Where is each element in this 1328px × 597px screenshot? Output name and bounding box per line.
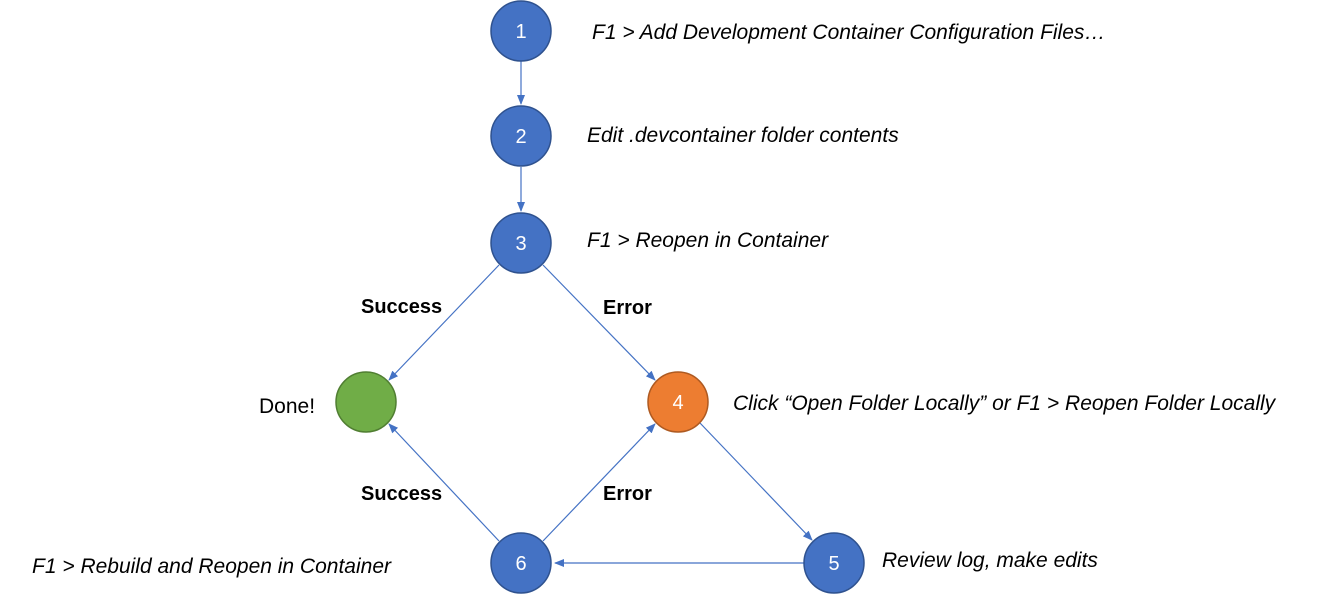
node-4-text: Click “Open Folder Locally” or F1 > Reop… (733, 392, 1277, 415)
node-6-number: 6 (515, 553, 526, 575)
node-done (335, 371, 397, 433)
edge-3-to-4 (542, 264, 656, 381)
node-1-number: 1 (515, 21, 526, 43)
node-4: 4 (647, 371, 709, 433)
edge-6-to-done (388, 423, 500, 542)
node-2: 2 (490, 105, 552, 167)
edge-label-6-success: Success (361, 483, 442, 505)
node-3: 3 (490, 212, 552, 274)
node-5: 5 (803, 532, 865, 594)
node-5-number: 5 (828, 553, 839, 575)
node-4-circle (647, 371, 709, 433)
node-5-text: Review log, make edits (882, 549, 1098, 572)
node-2-number: 2 (515, 126, 526, 148)
node-1: 1 (490, 0, 552, 62)
edge-label-6-error: Error (603, 483, 652, 505)
edge-6-to-4 (542, 423, 656, 542)
node-3-text: F1 > Reopen in Container (587, 229, 829, 252)
edge-label-3-error: Error (603, 297, 652, 319)
node-1-text: F1 > Add Development Container Configura… (592, 21, 1105, 44)
edge-4-to-5 (699, 422, 813, 541)
node-4-number: 4 (672, 392, 683, 414)
node-1-circle (490, 0, 552, 62)
node-6-circle (490, 532, 552, 594)
node-2-circle (490, 105, 552, 167)
node-5-circle (803, 532, 865, 594)
edge-label-3-success: Success (361, 296, 442, 318)
node-2-text: Edit .devcontainer folder contents (587, 124, 899, 147)
node-6-text: F1 > Rebuild and Reopen in Container (32, 555, 392, 578)
node-3-number: 3 (515, 233, 526, 255)
node-6: 6 (490, 532, 552, 594)
edge-3-to-done (388, 264, 500, 381)
node-done-circle (335, 371, 397, 433)
node-3-circle (490, 212, 552, 274)
node-done-text: Done! (259, 395, 315, 418)
